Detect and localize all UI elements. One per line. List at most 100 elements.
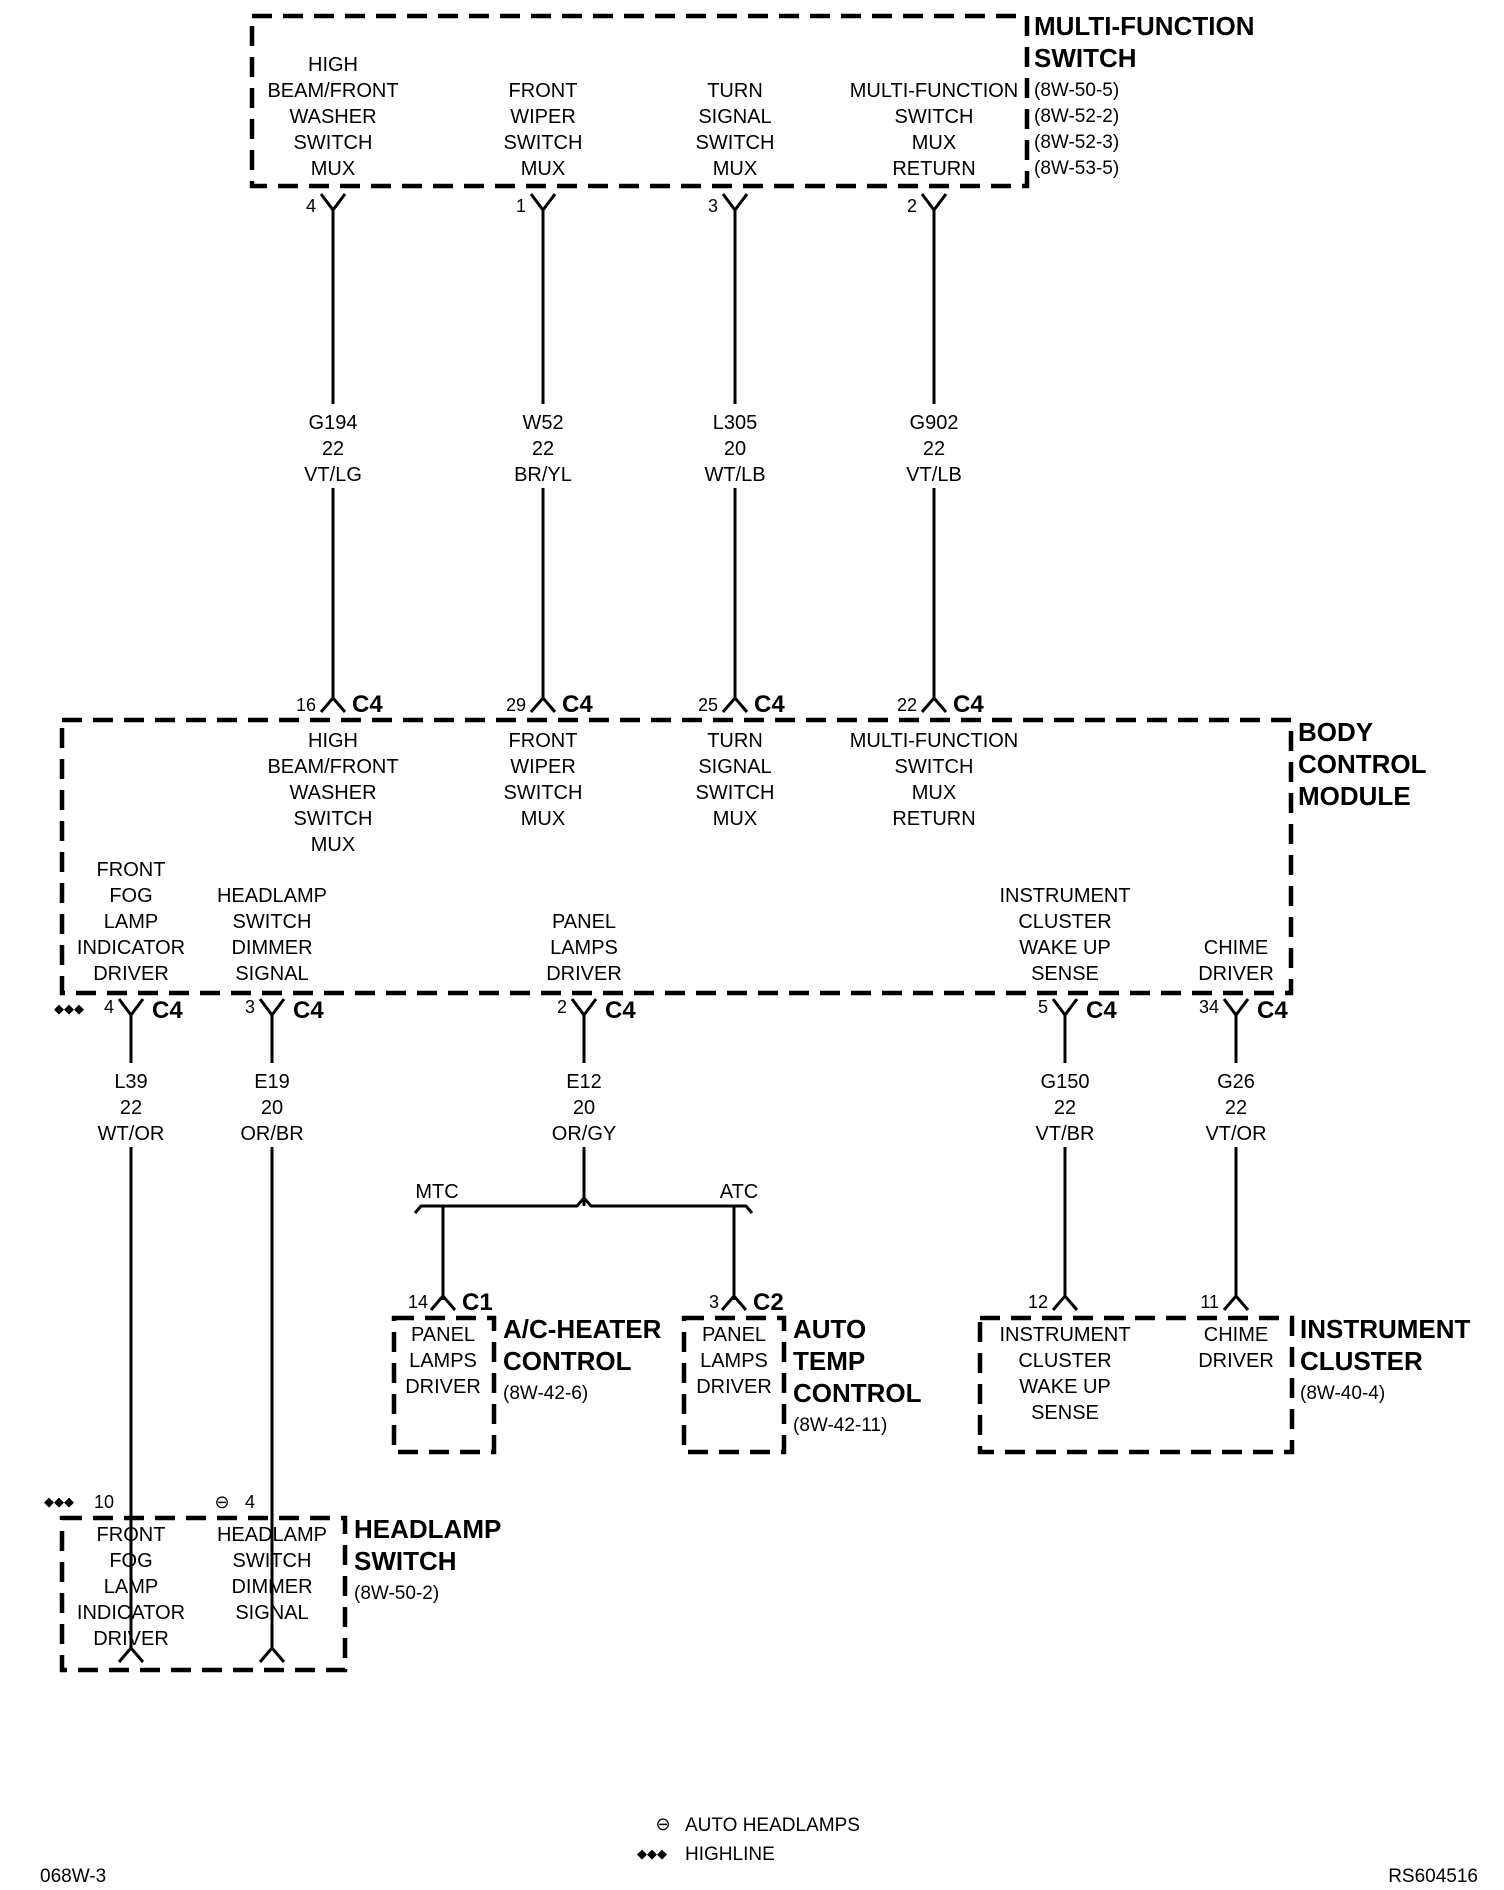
mfs-label-hb-1: HIGH — [308, 54, 358, 76]
ach-ref: (8W-42-6) — [503, 1383, 588, 1404]
wire-l305-color: WT/LB — [704, 464, 765, 486]
bcm-wire-labels: L39 22 WT/OR E19 20 OR/BR E12 20 OR/GY G… — [98, 1063, 1269, 1147]
ach-label-2: LAMPS — [409, 1350, 477, 1372]
ic-label-chime-2: DRIVER — [1198, 1350, 1274, 1372]
mfs-label-hb-5: MUX — [311, 158, 355, 180]
ach-label-3: DRIVER — [405, 1376, 481, 1398]
bcm-label-hb-2: BEAM/FRONT — [267, 756, 398, 778]
mfs-pin-1: 1 — [516, 196, 526, 216]
wire-l39-id: L39 — [114, 1071, 147, 1093]
ic-pin11-symbol — [1222, 1293, 1250, 1311]
bcm-pin-2: 2 — [557, 997, 567, 1017]
bcm-label-hb-3: WASHER — [289, 782, 376, 804]
auto-temp-control: 3 C2 PANEL LAMPS DRIVER AUTO TEMP CONTRO… — [681, 1289, 922, 1455]
ic-label-wake-1: INSTRUMENT — [999, 1324, 1130, 1346]
bcm-out-c4-a: C4 — [152, 997, 183, 1024]
bcm-label-fog-4: INDICATOR — [77, 937, 185, 959]
ach-pin-14: 14 — [408, 1292, 428, 1312]
bcm-label-chime-2: DRIVER — [1198, 963, 1274, 985]
wire-g902-id: G902 — [910, 412, 959, 434]
bcm-c4-a: C4 — [352, 691, 383, 718]
bcm-pin22-symbol — [920, 695, 948, 713]
hs-pin-4: 4 — [245, 1492, 255, 1512]
mfs-pin-4: 4 — [306, 196, 316, 216]
ic-ref: (8W-40-4) — [1300, 1383, 1385, 1404]
bcm-pin-22: 22 — [897, 695, 917, 715]
mfs-dashed-box — [249, 13, 1030, 189]
highline-marker-hs: ◆◆◆ — [44, 1494, 74, 1509]
wire-g26-id: G26 — [1217, 1071, 1255, 1093]
bcm-dashed-box — [59, 717, 1294, 996]
mfs-label-ts-3: SWITCH — [696, 132, 775, 154]
bcm-label-fog-1: FRONT — [97, 859, 166, 881]
bcm-label-dim-4: SIGNAL — [235, 963, 308, 985]
bcm-label-ret-2: SWITCH — [895, 756, 974, 778]
mfs-label-ts-2: SIGNAL — [698, 106, 771, 128]
mfs-pin-2: 2 — [907, 196, 917, 216]
bcm-label-fw-3: SWITCH — [504, 782, 583, 804]
mfs-label-ts-4: MUX — [713, 158, 757, 180]
bcm-pin-25: 25 — [698, 695, 718, 715]
bcm-label-ts-1: TURN — [707, 730, 763, 752]
wire-g150 — [1051, 998, 1079, 1298]
instrument-cluster: 12 11 INSTRUMENT CLUSTER WAKE UP SENSE C… — [977, 1292, 1471, 1455]
hs-ref: (8W-50-2) — [354, 1583, 439, 1604]
ic-name-line1: INSTRUMENT — [1300, 1314, 1471, 1344]
legend: ⊖ AUTO HEADLAMPS ◆◆◆ HIGHLINE — [637, 1814, 860, 1865]
wire-w52-color: BR/YL — [514, 464, 572, 486]
hs-label-fog-4: INDICATOR — [77, 1602, 185, 1624]
wire-e19-id: E19 — [254, 1071, 290, 1093]
wire-e12-gauge: 20 — [573, 1097, 595, 1119]
ach-pin-symbol — [429, 1293, 457, 1311]
atc-name-line1: AUTO — [793, 1314, 866, 1344]
wire-g26-color: VT/OR — [1205, 1123, 1266, 1145]
bcm-out-c4-d: C4 — [1086, 997, 1117, 1024]
bcm-label-dim-3: DIMMER — [231, 937, 312, 959]
hs-label-fog-3: LAMP — [104, 1576, 158, 1598]
bcm-out-c4-c: C4 — [605, 997, 636, 1024]
bcm-top-pins: 16 C4 29 C4 25 C4 22 C4 — [296, 691, 984, 718]
ach-name-line2: CONTROL — [503, 1346, 632, 1376]
mfs-label-ts-1: TURN — [707, 80, 763, 102]
bcm-c4-d: C4 — [953, 691, 984, 718]
bcm-label-panel-2: LAMPS — [550, 937, 618, 959]
atc-name-line3: CONTROL — [793, 1378, 922, 1408]
mfs-ref-4: (8W-53-5) — [1034, 158, 1119, 179]
bcm-pin-16: 16 — [296, 695, 316, 715]
bcm-label-wake-3: WAKE UP — [1019, 937, 1111, 959]
wire-l305-gauge: 20 — [724, 438, 746, 460]
legend-auto-headlamps-symbol: ⊖ — [655, 1814, 670, 1834]
bcm-label-fw-2: WIPER — [510, 756, 576, 778]
legend-auto-headlamps-text: AUTO HEADLAMPS — [685, 1815, 860, 1836]
ac-heater-control: 14 C1 PANEL LAMPS DRIVER A/C-HEATER CONT… — [391, 1289, 662, 1455]
hs-pin10-symbol — [117, 1645, 145, 1663]
wire-l39-gauge: 22 — [120, 1097, 142, 1119]
ic-label-wake-4: SENSE — [1031, 1402, 1099, 1424]
bcm-label-wake-4: SENSE — [1031, 963, 1099, 985]
hs-label-dim-1: HEADLAMP — [217, 1524, 327, 1546]
mfs-label-hb-2: BEAM/FRONT — [267, 80, 398, 102]
wire-g150-gauge: 22 — [1054, 1097, 1076, 1119]
wire-g26-gauge: 22 — [1225, 1097, 1247, 1119]
bcm-c4-c: C4 — [754, 691, 785, 718]
bcm-pin29-symbol — [529, 695, 557, 713]
mfs-pins: 4 1 3 2 — [306, 193, 948, 700]
hs-dashed-box — [59, 1515, 348, 1673]
wire-w52-gauge: 22 — [532, 438, 554, 460]
headlamp-switch: ◆◆◆ 10 ⊖ 4 FRONT FOG LAMP INDICATOR DRIV… — [44, 1492, 501, 1673]
bcm-label-ret-4: RETURN — [892, 808, 975, 830]
bcm-label-fw-1: FRONT — [509, 730, 578, 752]
mfs-label-hb-4: SWITCH — [294, 132, 373, 154]
hs-label-fog-1: FRONT — [97, 1524, 166, 1546]
wire-e19-gauge: 20 — [261, 1097, 283, 1119]
mfs-label-ret-2: SWITCH — [895, 106, 974, 128]
ach-name-line1: A/C-HEATER — [503, 1314, 662, 1344]
atc-ref: (8W-42-11) — [793, 1415, 887, 1436]
ic-dashed-box — [977, 1315, 1295, 1455]
atc-label-3: DRIVER — [696, 1376, 772, 1398]
hs-label-fog-5: DRIVER — [93, 1628, 169, 1650]
mfs-label-ret-1: MULTI-FUNCTION — [850, 80, 1019, 102]
wire-g902-color: VT/LB — [906, 464, 962, 486]
bcm-label-dim-2: SWITCH — [233, 911, 312, 933]
